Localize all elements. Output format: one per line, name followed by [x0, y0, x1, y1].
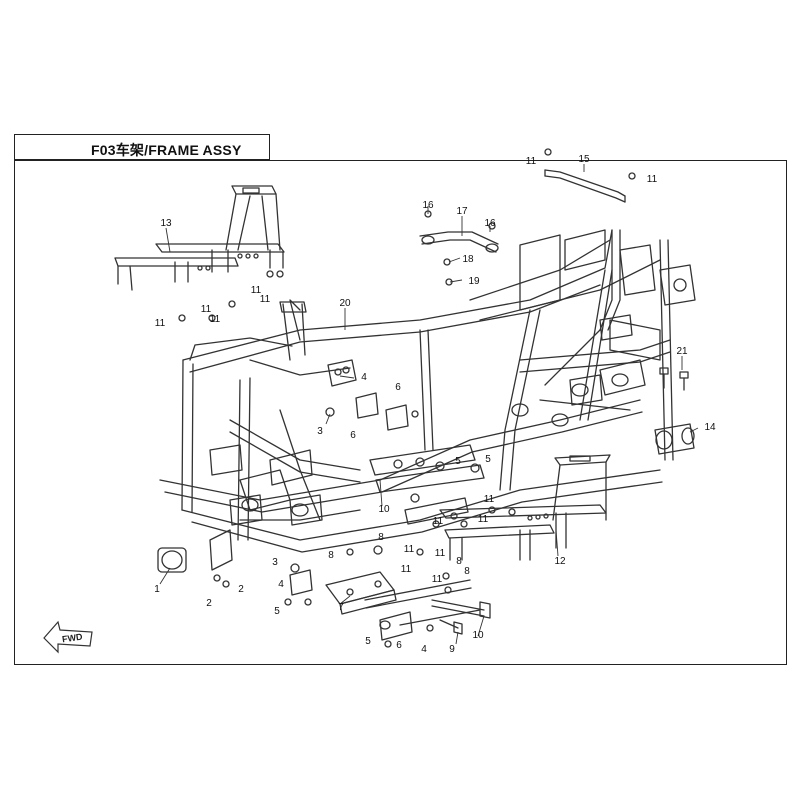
small-hardware[interactable] — [178, 148, 636, 648]
callout-4c[interactable]: 4 — [421, 644, 427, 655]
callout-6c[interactable]: 6 — [396, 640, 402, 651]
engine-mount-brackets — [327, 359, 409, 431]
bolts-21 — [659, 367, 689, 391]
callout-11n[interactable]: 11 — [432, 574, 443, 585]
callout-14[interactable]: 14 — [704, 422, 716, 433]
front-bracket-13 — [114, 185, 285, 291]
callout-9[interactable]: 9 — [449, 644, 455, 655]
callout-20[interactable]: 20 — [339, 298, 351, 309]
rear-plates — [511, 229, 696, 427]
callout-5c[interactable]: 5 — [274, 606, 280, 617]
callout-8c[interactable]: 8 — [456, 556, 462, 567]
callout-11j[interactable]: 11 — [484, 494, 495, 505]
lower-mount-parts — [289, 563, 481, 641]
callout-11f[interactable]: 11 — [251, 285, 262, 296]
callout-8b[interactable]: 8 — [378, 532, 384, 543]
callout-18[interactable]: 18 — [462, 254, 474, 265]
rear-rail-15 — [544, 169, 626, 203]
lower-bracket-7 — [325, 571, 397, 615]
callout-8a[interactable]: 8 — [328, 550, 334, 561]
rear-bracket-12 — [439, 454, 611, 561]
callout-11e[interactable]: 11 — [210, 314, 221, 325]
callout-13[interactable]: 13 — [160, 218, 172, 229]
callout-11h[interactable]: 11 — [433, 516, 444, 527]
callout-3a[interactable]: 3 — [317, 426, 323, 437]
callout-1[interactable]: 1 — [154, 584, 160, 595]
callout-11c[interactable]: 11 — [155, 318, 166, 329]
callout-16a[interactable]: 16 — [422, 200, 434, 211]
leader-lines — [159, 164, 699, 645]
callout-11k[interactable]: 11 — [404, 544, 415, 555]
fwd-label: FWD — [61, 632, 83, 645]
central-cross-plates — [369, 444, 485, 525]
diagram-title: F03车架/FRAME ASSY — [91, 142, 242, 158]
main-frame-tubes — [159, 229, 674, 553]
callout-15[interactable]: 15 — [578, 154, 590, 165]
rod-and-bolt — [431, 599, 491, 635]
callout-4b[interactable]: 4 — [278, 579, 284, 590]
callout-12[interactable]: 12 — [554, 556, 566, 567]
callout-11l[interactable]: 11 — [435, 548, 446, 559]
callout-10a[interactable]: 10 — [378, 504, 390, 515]
callout-4a[interactable]: 4 — [361, 372, 367, 383]
callout-11a[interactable]: 11 — [526, 156, 537, 167]
callout-6a[interactable]: 6 — [395, 382, 401, 393]
callout-5b[interactable]: 5 — [485, 454, 491, 465]
callout-11m[interactable]: 11 — [401, 564, 412, 575]
diagram-border — [14, 160, 787, 665]
fwd-arrow-icon: FWD — [43, 620, 93, 654]
callout-7[interactable]: 7 — [338, 602, 344, 613]
callout-16b[interactable]: 16 — [484, 218, 496, 229]
callout-19[interactable]: 19 — [468, 276, 480, 287]
callout-3b[interactable]: 3 — [272, 557, 278, 568]
callout-17[interactable]: 17 — [456, 206, 468, 217]
callout-11g[interactable]: 11 — [260, 294, 271, 305]
side-bracket-14 — [654, 423, 695, 455]
callout-2a[interactable]: 2 — [206, 598, 212, 609]
callout-11b[interactable]: 11 — [647, 174, 658, 185]
callout-6b[interactable]: 6 — [350, 430, 356, 441]
callout-8d[interactable]: 8 — [464, 566, 470, 577]
callout-5d[interactable]: 5 — [365, 636, 371, 647]
callout-11i[interactable]: 11 — [478, 514, 489, 525]
title-box: F03车架/FRAME ASSY — [14, 134, 270, 160]
callout-21[interactable]: 21 — [676, 346, 688, 357]
front-lower-mounts — [157, 444, 323, 573]
callout-11d[interactable]: 11 — [201, 304, 212, 315]
upper-bracket-17 — [419, 231, 499, 253]
callout-10b[interactable]: 10 — [472, 630, 484, 641]
callout-2b[interactable]: 2 — [238, 584, 244, 595]
callout-5a[interactable]: 5 — [455, 456, 461, 467]
